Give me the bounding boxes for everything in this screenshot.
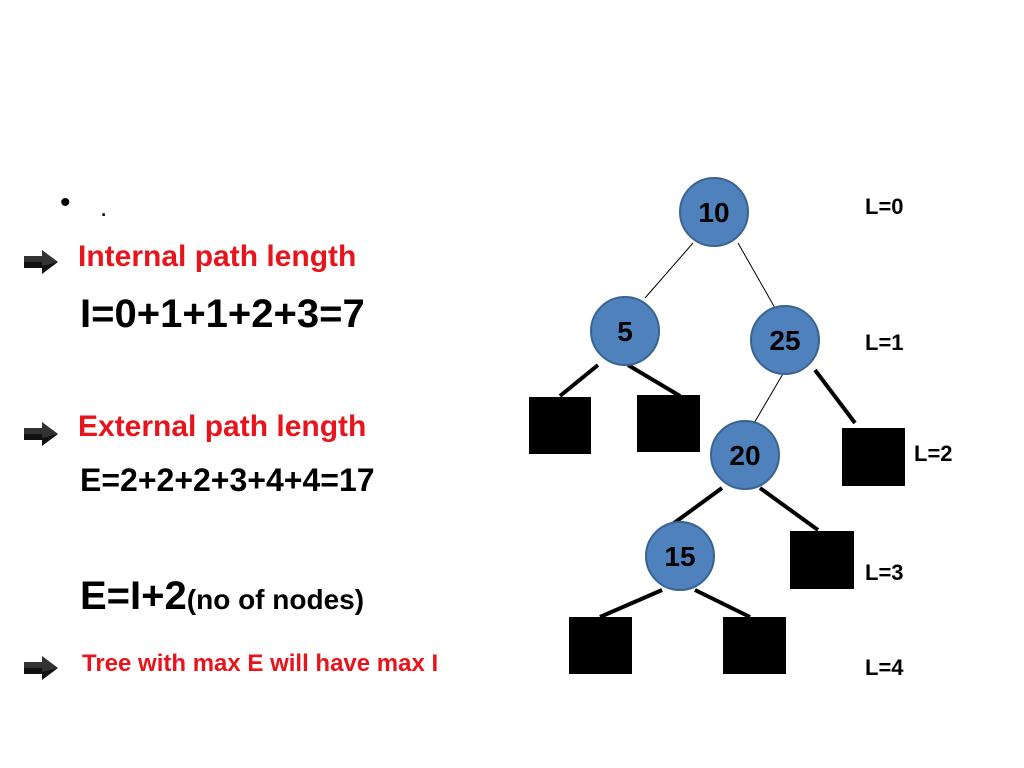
- node-value: 25: [769, 325, 800, 356]
- external-node: [842, 428, 905, 486]
- right-arrow-bullet-icon: [24, 250, 58, 274]
- node-value: 15: [664, 541, 695, 572]
- right-arrow-bullet-icon: [24, 422, 58, 446]
- tree-edge-external: [599, 588, 663, 619]
- tree-edge-external: [626, 363, 682, 398]
- external-node: [723, 617, 786, 674]
- external-path-length-label: External path length: [78, 410, 367, 443]
- level-label-0: L=0: [865, 194, 904, 219]
- external-node: [637, 395, 700, 452]
- path-length-relation: E=I+2(no of nodes): [80, 574, 364, 619]
- max-statement: Tree with max E will have max I: [82, 650, 439, 677]
- tree-node-5: 5: [590, 296, 660, 366]
- level-label-3: L=3: [865, 560, 904, 585]
- bullet-dot: •: [60, 186, 71, 219]
- internal-path-length-label: Internal path length: [78, 240, 357, 273]
- relation-formula: E=I+2: [80, 574, 187, 618]
- level-label-1: L=1: [865, 330, 904, 355]
- node-value: 5: [617, 316, 633, 347]
- tree-node-20: 20: [710, 420, 780, 490]
- external-path-length-formula: E=2+2+2+3+4+4=17: [80, 462, 375, 498]
- bullet-text: .: [100, 192, 108, 222]
- external-node: [529, 397, 591, 454]
- right-arrow-bullet-icon: [24, 656, 58, 680]
- tree-node-15: 15: [645, 521, 715, 591]
- external-node: [569, 617, 632, 674]
- tree-edge: [644, 242, 694, 299]
- tree-node-10: 10: [679, 177, 749, 247]
- tree-node-25: 25: [750, 305, 820, 375]
- level-label-4: L=4: [865, 655, 904, 680]
- node-value: 20: [729, 440, 760, 471]
- relation-note: (no of nodes): [186, 584, 365, 615]
- node-value: 10: [698, 197, 729, 228]
- tree-edge-external: [758, 486, 820, 532]
- level-label-2: L=2: [914, 441, 953, 466]
- tree-edge-external: [813, 368, 857, 425]
- tree-edge-external: [668, 486, 724, 528]
- tree-edge-external: [558, 363, 600, 398]
- tree-edge: [752, 371, 785, 426]
- tree-edge-external: [694, 588, 751, 619]
- tree-edge: [737, 242, 776, 309]
- internal-path-length-formula: I=0+1+1+2+3=7: [80, 292, 365, 336]
- external-node: [790, 531, 854, 589]
